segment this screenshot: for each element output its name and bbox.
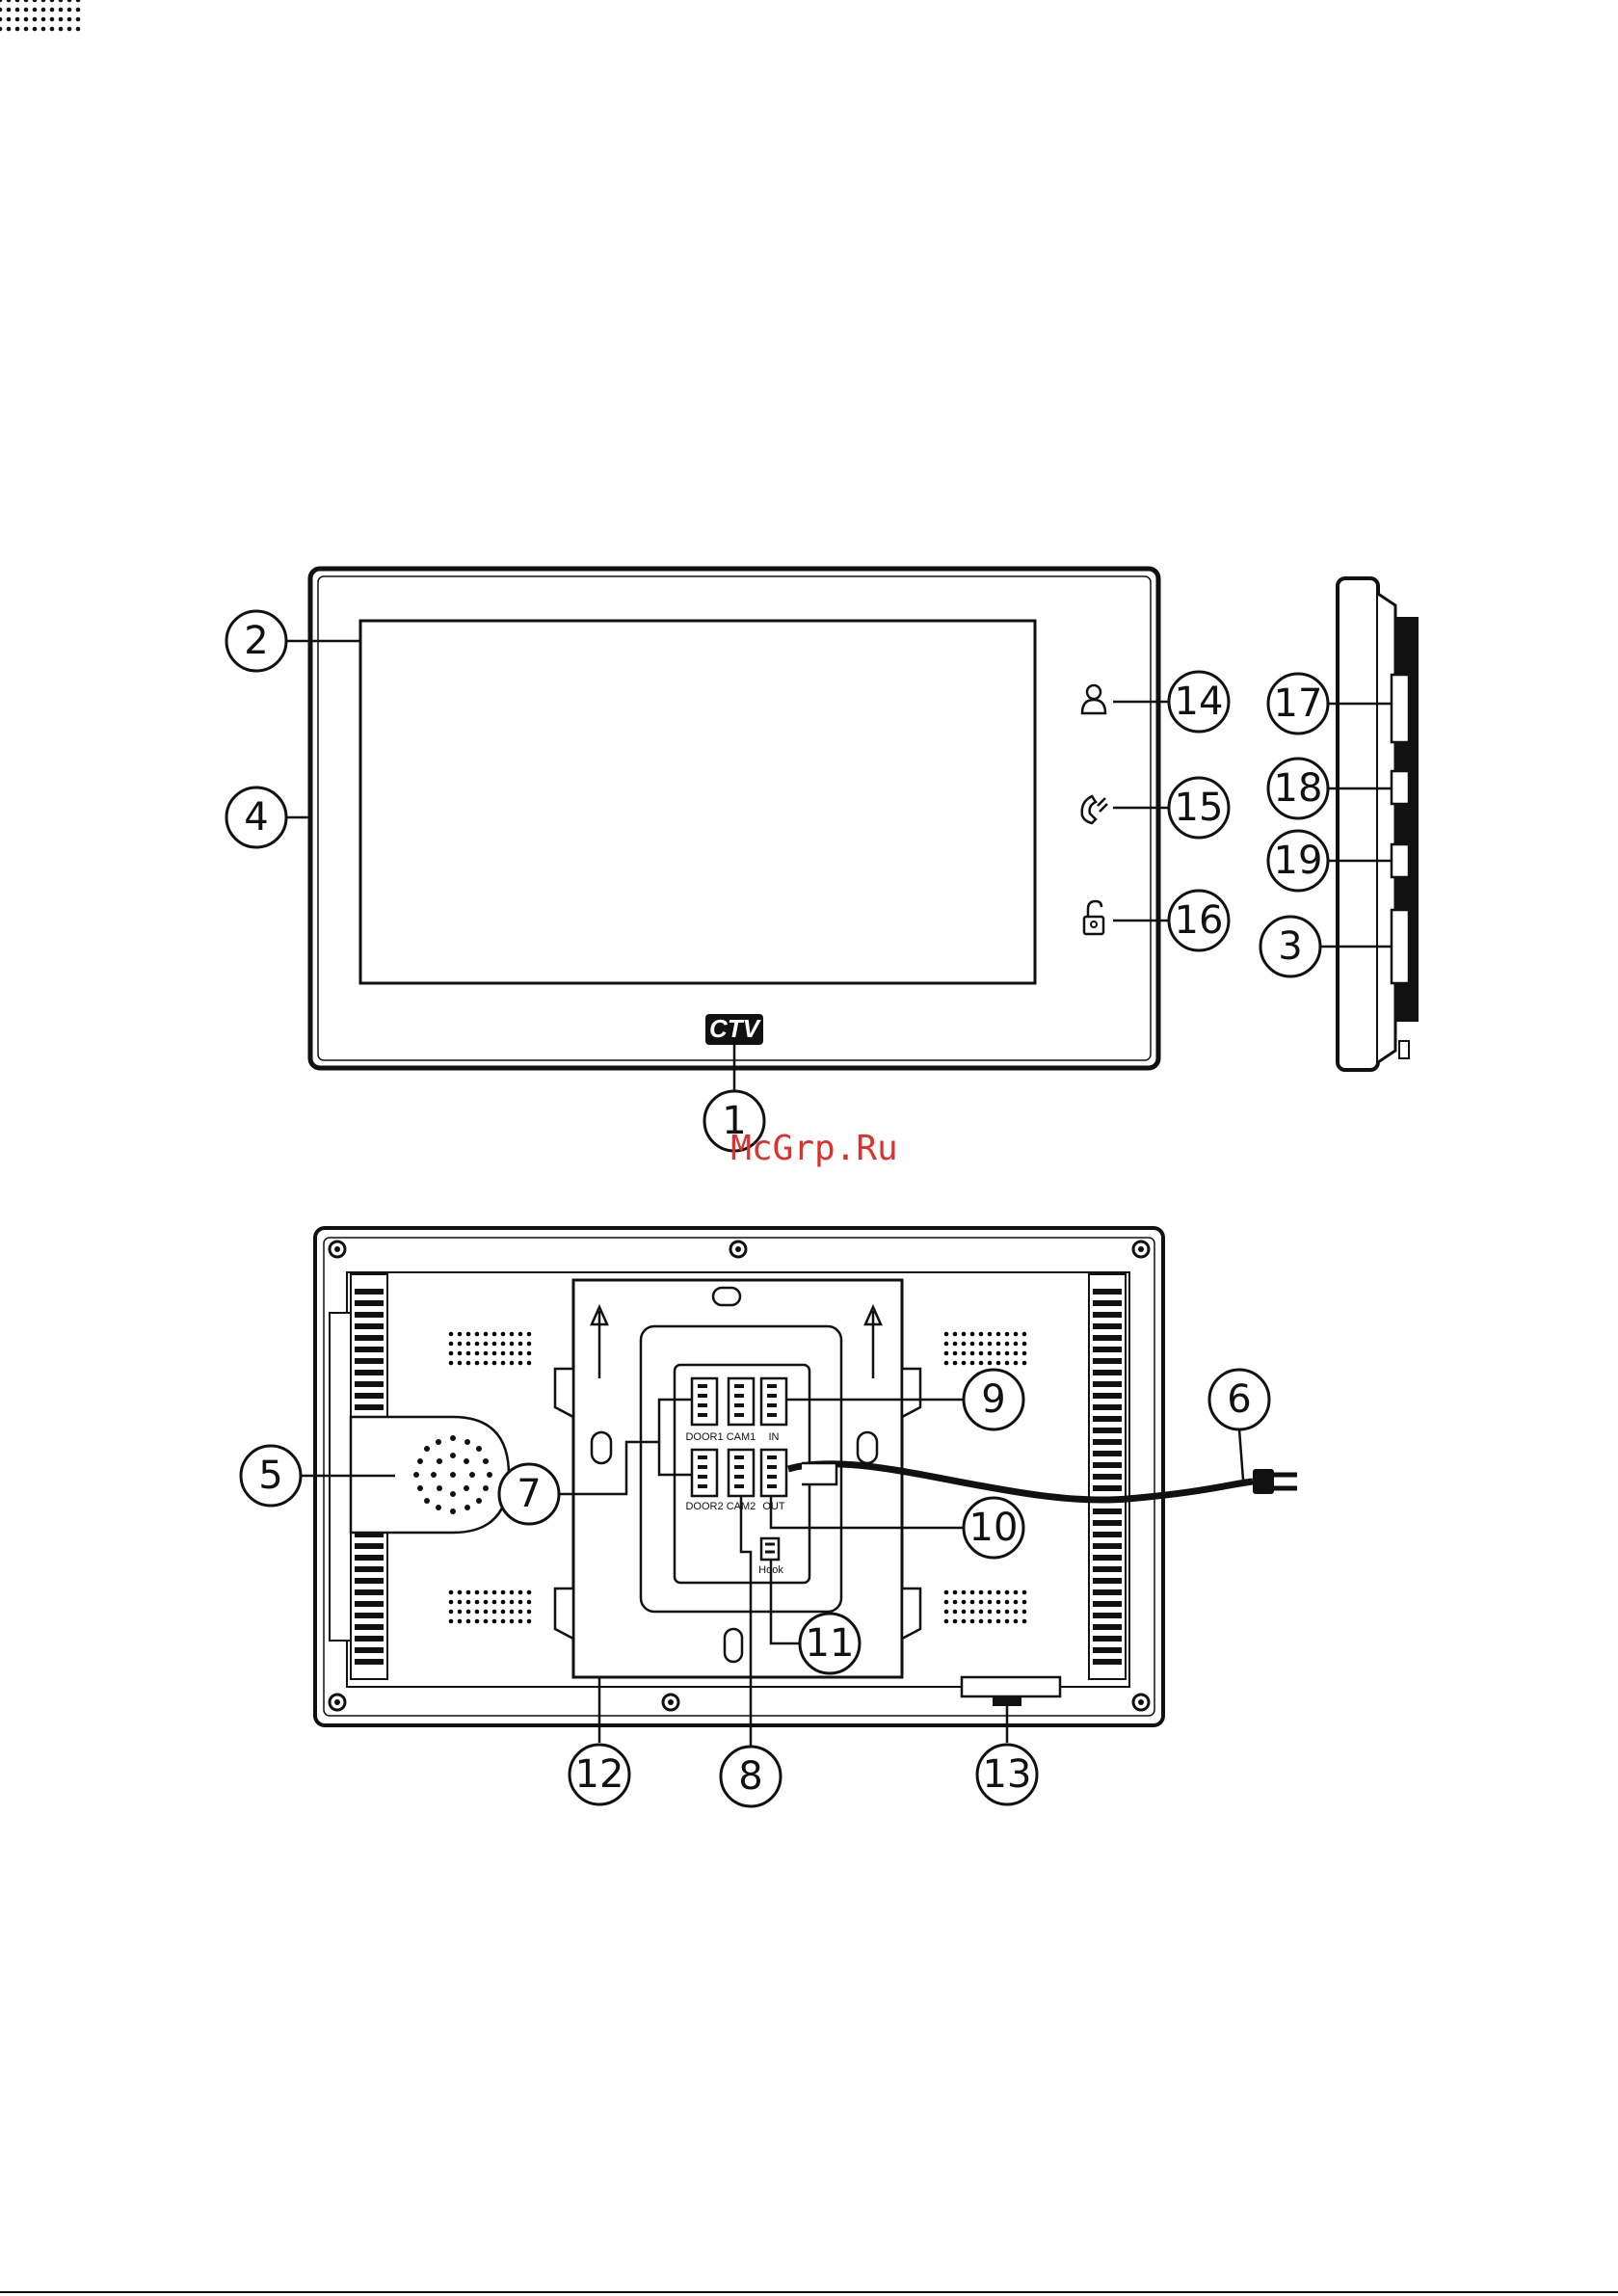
callout-10: 10 [964, 1498, 1023, 1558]
callout-15-label: 15 [1175, 786, 1224, 830]
volume-slider[interactable] [1392, 675, 1409, 742]
callout-13-label: 13 [983, 1752, 1032, 1797]
front-view: CTV 2 4 1 14 15 16 17 18 [226, 569, 1419, 1151]
callout-19: 19 [1268, 831, 1328, 891]
callout-3: 3 [1260, 917, 1320, 976]
screen [360, 621, 1035, 983]
port-label-door2: DOOR2 [685, 1501, 723, 1512]
callout-12-label: 12 [575, 1752, 624, 1797]
callout-11-label: 11 [806, 1621, 855, 1666]
callout-14-label: 14 [1175, 680, 1224, 724]
terminal-hook[interactable] [761, 1538, 779, 1560]
callout-4-label: 4 [244, 795, 268, 840]
terminal-door1[interactable] [692, 1378, 717, 1425]
port-label-door1: DOOR1 [685, 1431, 723, 1443]
callout-17: 17 [1268, 674, 1328, 734]
sd-card-slot[interactable] [1392, 910, 1409, 983]
callout-5-label: 5 [258, 1454, 282, 1498]
terminal-cam1[interactable] [729, 1378, 754, 1425]
callout-18: 18 [1268, 759, 1328, 818]
callout-8: 8 [721, 1747, 781, 1806]
callout-9: 9 [964, 1370, 1023, 1429]
callout-18-label: 18 [1274, 766, 1323, 811]
callout-19-label: 19 [1274, 839, 1323, 883]
side-profile [1338, 578, 1419, 1070]
grille-dots [0, 0, 80, 31]
callout-14: 14 [1169, 672, 1229, 732]
callout-2-label: 2 [244, 619, 268, 663]
callout-11: 11 [800, 1614, 860, 1673]
screw [330, 1241, 345, 1257]
logo: CTV [709, 1014, 762, 1043]
callout-7: 7 [499, 1464, 559, 1524]
callout-16: 16 [1169, 891, 1229, 950]
callout-7-label: 7 [517, 1472, 541, 1516]
screw [330, 1695, 345, 1710]
callout-12: 12 [570, 1745, 629, 1804]
callout-6: 6 [1209, 1370, 1269, 1429]
screw [730, 1241, 746, 1257]
callout-15: 15 [1169, 778, 1229, 838]
callout-2: 2 [226, 611, 286, 671]
port-label-cam1: CAM1 [727, 1431, 756, 1443]
snapshot-button[interactable] [1392, 844, 1409, 877]
terminal-out[interactable] [761, 1450, 786, 1496]
callout-16-label: 16 [1175, 898, 1224, 943]
callout-6-label: 6 [1227, 1377, 1251, 1422]
screw [1133, 1695, 1149, 1710]
port-label-in: IN [769, 1431, 780, 1443]
settings-button[interactable] [1392, 771, 1409, 804]
terminal-cam2[interactable] [729, 1450, 754, 1496]
watermark: McGrp.Ru [730, 1129, 897, 1168]
callout-8-label: 8 [738, 1754, 762, 1799]
callout-3-label: 3 [1278, 924, 1302, 969]
port-label-out: OUT [762, 1501, 785, 1512]
callout-9-label: 9 [981, 1377, 1005, 1422]
callout-13: 13 [977, 1745, 1037, 1804]
callout-4: 4 [226, 788, 286, 847]
screw [1133, 1241, 1149, 1257]
power-plug [1253, 1469, 1274, 1494]
callout-5: 5 [241, 1446, 301, 1506]
terminal-in[interactable] [761, 1378, 786, 1425]
callout-10-label: 10 [969, 1506, 1019, 1550]
screw [663, 1695, 678, 1710]
terminal-door2[interactable] [692, 1450, 717, 1496]
right-vent [1089, 1274, 1126, 1679]
callout-17-label: 17 [1274, 681, 1323, 726]
